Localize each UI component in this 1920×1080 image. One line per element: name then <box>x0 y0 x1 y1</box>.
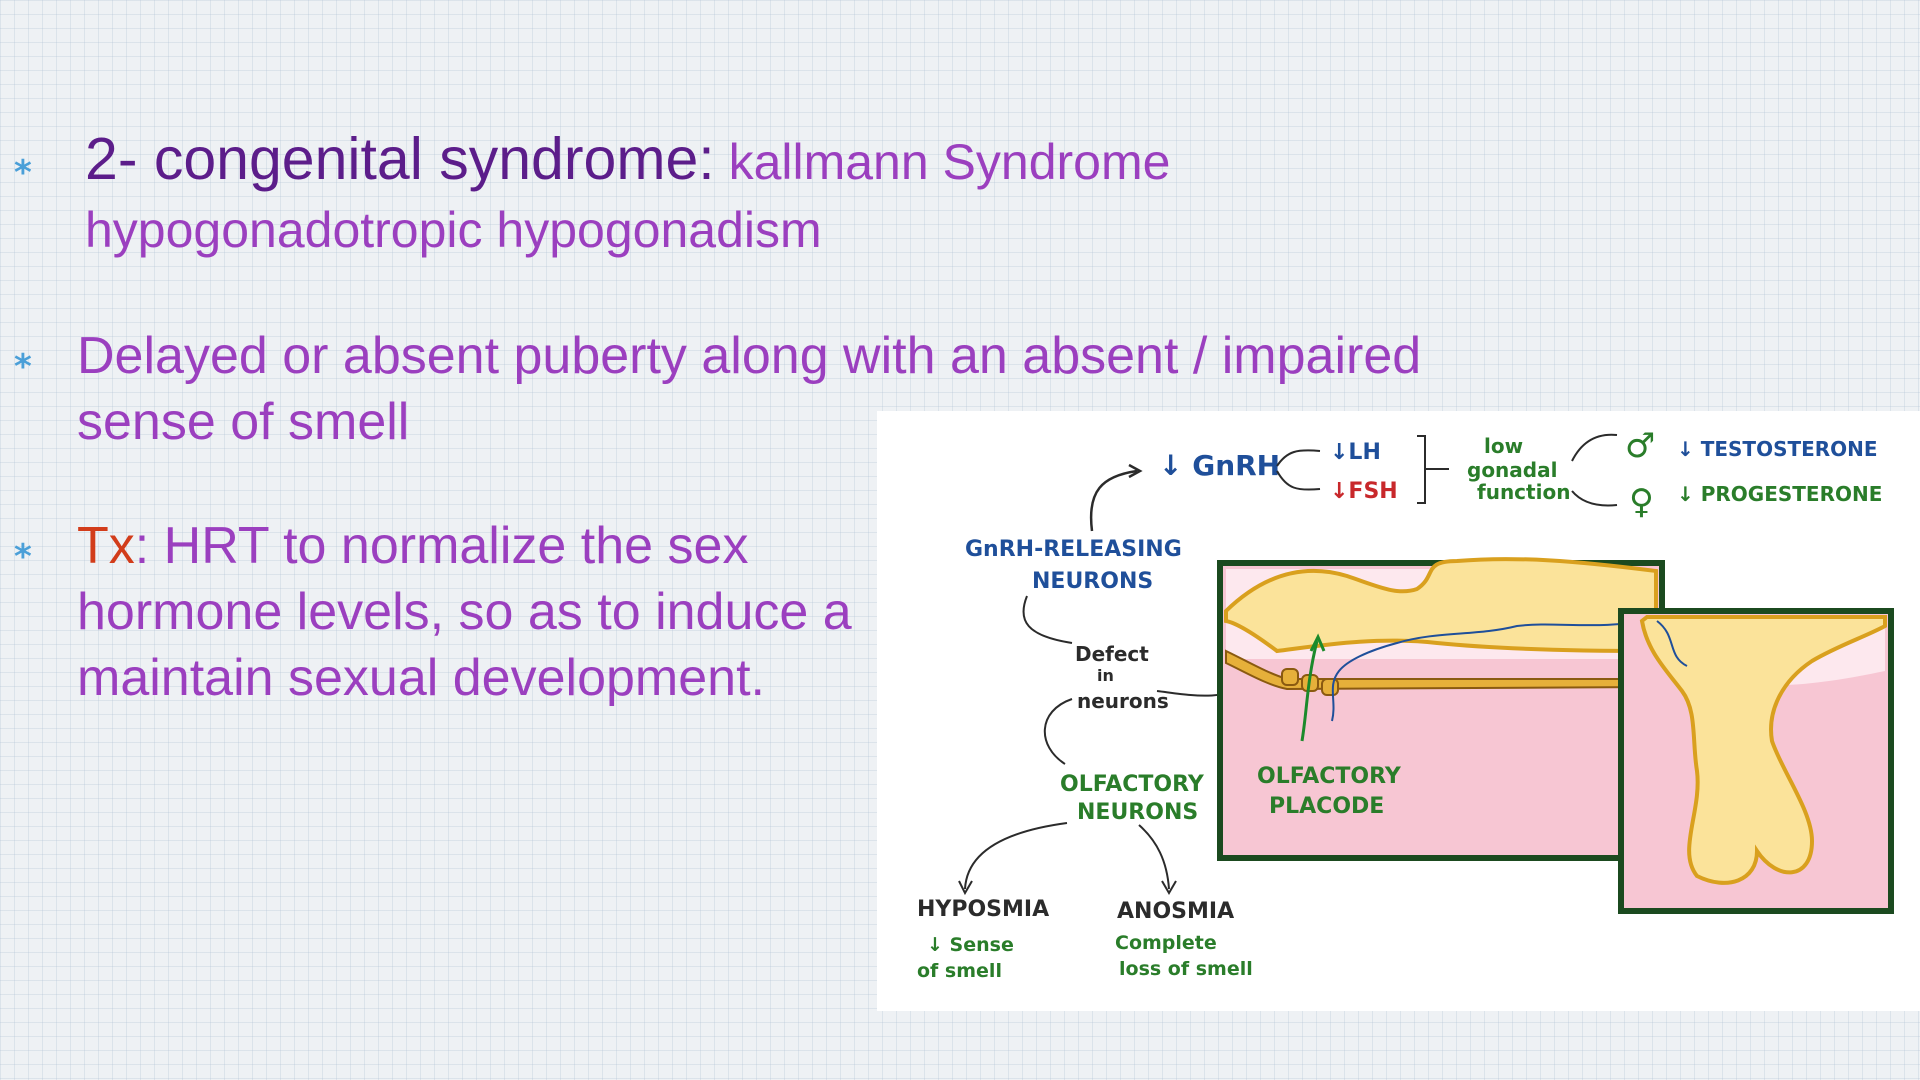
male-symbol-icon: ♂ <box>1625 426 1655 466</box>
arrow-neurons-to-gnrh <box>1089 469 1138 532</box>
defect-label-2: in <box>1097 666 1114 685</box>
tx-label: Tx <box>77 517 135 575</box>
kallmann-syndrome-text: kallmann Syndrome <box>714 134 1171 190</box>
tx-text: HRT to normalize the sex <box>149 517 749 575</box>
defect-label-1: Defect <box>1075 642 1149 666</box>
bullet-icon: * <box>14 537 32 577</box>
anosmia-desc-1: Complete <box>1115 932 1217 954</box>
anosmia-label: ANOSMIA <box>1117 899 1234 924</box>
hyposmia-label: HYPOSMIA <box>917 897 1049 922</box>
connector-defect-to-olfactory <box>1043 698 1073 765</box>
testosterone-label: ↓ TESTOSTERONE <box>1677 437 1878 461</box>
arrow-gnrh-to-fsh <box>1276 470 1321 491</box>
placode-label-2: PLACODE <box>1269 794 1384 819</box>
function-label: function <box>1477 480 1570 504</box>
arrow-to-male <box>1571 433 1618 462</box>
heading-congenital-syndrome: 2- congenital syndrome: <box>85 126 715 192</box>
bullet-icon: * <box>14 347 32 387</box>
olfactory-neurons-label-1: OLFACTORY <box>1060 772 1205 797</box>
bullet-2-line-2: sense of smell <box>77 393 410 451</box>
gnrh-neurons-label-1: GnRH-RELEASING <box>965 537 1182 562</box>
bracket <box>1417 435 1449 504</box>
placode-label-1: OLFACTORY <box>1257 764 1402 789</box>
olfactory-neurons-label-2: NEURONS <box>1077 800 1198 825</box>
fsh-label: ↓FSH <box>1330 479 1398 504</box>
lh-label: ↓LH <box>1330 440 1381 465</box>
hyposmia-desc-2: of smell <box>917 960 1002 982</box>
bullet-1-line-1: 2- congenital syndrome: kallmann Syndrom… <box>85 130 1170 189</box>
gonadal-label: gonadal <box>1467 458 1557 482</box>
gnrh-label: ↓ GnRH <box>1159 449 1280 482</box>
arrow-to-hyposmia <box>964 822 1068 890</box>
gnrh-neurons-label-2: NEURONS <box>1032 569 1153 594</box>
bullet-3-line-3: maintain sexual development. <box>77 649 765 707</box>
hyposmia-desc-1: ↓ Sense <box>927 934 1014 956</box>
female-symbol-icon: ♀ <box>1629 482 1654 522</box>
progesterone-label: ↓ PROGESTERONE <box>1677 482 1882 506</box>
defect-label-3: neurons <box>1077 689 1169 713</box>
arrow-to-female <box>1571 490 1618 507</box>
bullet-3-line-2: hormone levels, so as to induce a <box>77 583 852 641</box>
connector-gnrh-to-defect <box>1022 595 1073 644</box>
low-label: low <box>1484 434 1523 458</box>
bullet-icon: * <box>14 153 32 193</box>
tx-colon: : <box>134 517 150 575</box>
anosmia-desc-2: loss of smell <box>1119 958 1253 980</box>
arrow-gnrh-to-lh <box>1276 449 1321 467</box>
bullet-1-line-2: hypogonadotropic hypogonadism <box>85 202 822 258</box>
olfactory-cross-section-illustration: OLFACTORY PLACODE <box>1217 557 1665 861</box>
arrow-to-anosmia <box>1138 824 1170 890</box>
bullet-2-line-1: Delayed or absent puberty along with an … <box>77 327 1422 385</box>
kallmann-diagram-figure: ↓ GnRH ↓LH ↓FSH low gonadal function ♂ ♀… <box>877 411 1920 1011</box>
bullet-3-line-1: Tx: HRT to normalize the sex <box>77 520 748 572</box>
zoomed-illustration <box>1618 608 1894 914</box>
